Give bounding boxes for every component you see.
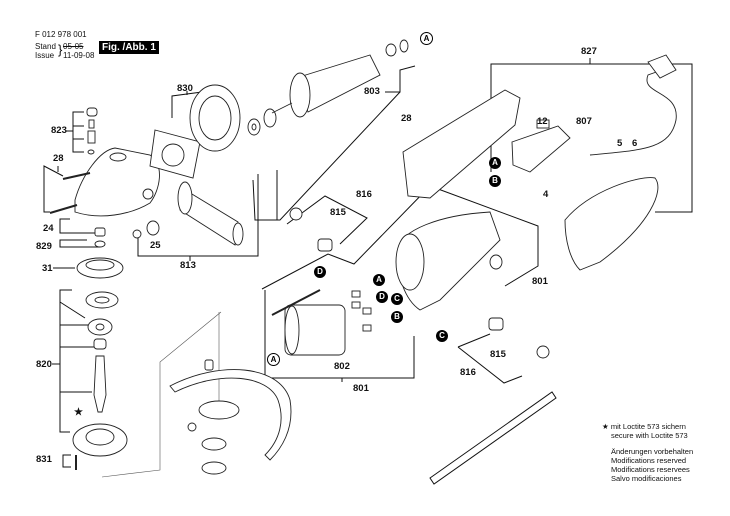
stand-date: 05-05 [63,42,84,51]
label-25: 25 [150,240,161,251]
label-827: 827 [581,46,597,57]
label-12: 12 [537,116,548,127]
label-5: 5 [617,138,623,149]
label-4: 4 [543,189,549,200]
brace: } [58,42,63,57]
label-24: 24 [43,223,54,234]
connector-badge-b-switch: B [489,175,501,187]
bracket-813 [137,174,259,257]
bracket-820 [59,289,72,433]
label-823: 823 [51,125,67,136]
connector-badge-d-left: D [314,266,326,278]
label-801-bottom: 801 [353,383,369,394]
loctite-star-icon: ★ [74,407,83,418]
bracket-28-left [43,165,64,213]
wheel-guard [169,369,292,461]
rear-housing-half [402,89,521,199]
connector-badge-a-stator: A [267,353,280,366]
issue-date: 11-09-08 [63,51,95,60]
power-cord [589,69,677,156]
connector-badge-a-mid: A [373,274,385,286]
part-number: F 012 978 001 [35,30,87,39]
note-modifications-es: Salvo modificaciones [611,474,682,483]
figure-tag: Fig. /Abb. 1 [99,41,159,54]
star-icon: ★ [602,422,609,431]
stand-label: Stand [35,42,56,51]
gear-head-housing [74,147,160,217]
label-28-left: 28 [53,153,64,164]
connector-badge-a-top: A [420,32,433,45]
strap [429,391,557,485]
bracket-803 [385,65,416,93]
handle-cover [564,177,659,271]
bracket-823 [72,111,84,153]
label-816-upper: 816 [356,189,372,200]
label-815-upper: 815 [330,207,346,218]
label-801-right: 801 [532,276,548,287]
label-831: 831 [36,454,52,465]
connector-badge-d-mid: D [376,291,388,303]
label-813: 813 [180,260,196,271]
label-815-lower: 815 [490,349,506,360]
spindle [93,355,107,413]
label-820: 820 [36,359,52,370]
bracket-827 [490,63,693,213]
issue-label: Issue [35,51,55,60]
note-loctite-en: secure with Loctite 573 [611,431,688,440]
notes-block: ★ mit Loctite 573 sichern secure with Lo… [602,422,693,483]
connector-badge-b-mid: B [391,311,403,323]
label-802: 802 [334,361,350,372]
note-modifications-en: Modifications reserved [611,456,687,465]
label-803: 803 [364,86,380,97]
connector-badge-c-mid: C [391,293,403,305]
connector-badge-c-right: C [436,330,448,342]
switch [511,125,571,173]
bracket-801-lower [264,290,415,379]
bracket-830 [171,91,203,118]
label-829: 829 [36,241,52,252]
label-28-housing: 28 [401,113,412,124]
label-830: 830 [177,83,193,94]
note-loctite-de: mit Loctite 573 sichern [610,422,686,431]
label-816-lower: 816 [460,367,476,378]
label-807: 807 [576,116,592,127]
note-modifications-fr: Modifications reservees [611,465,690,474]
label-31: 31 [42,263,53,274]
label-6: 6 [632,138,638,149]
connector-badge-a-switch: A [489,157,501,169]
note-modifications-de: Änderungen vorbehalten [611,447,694,456]
